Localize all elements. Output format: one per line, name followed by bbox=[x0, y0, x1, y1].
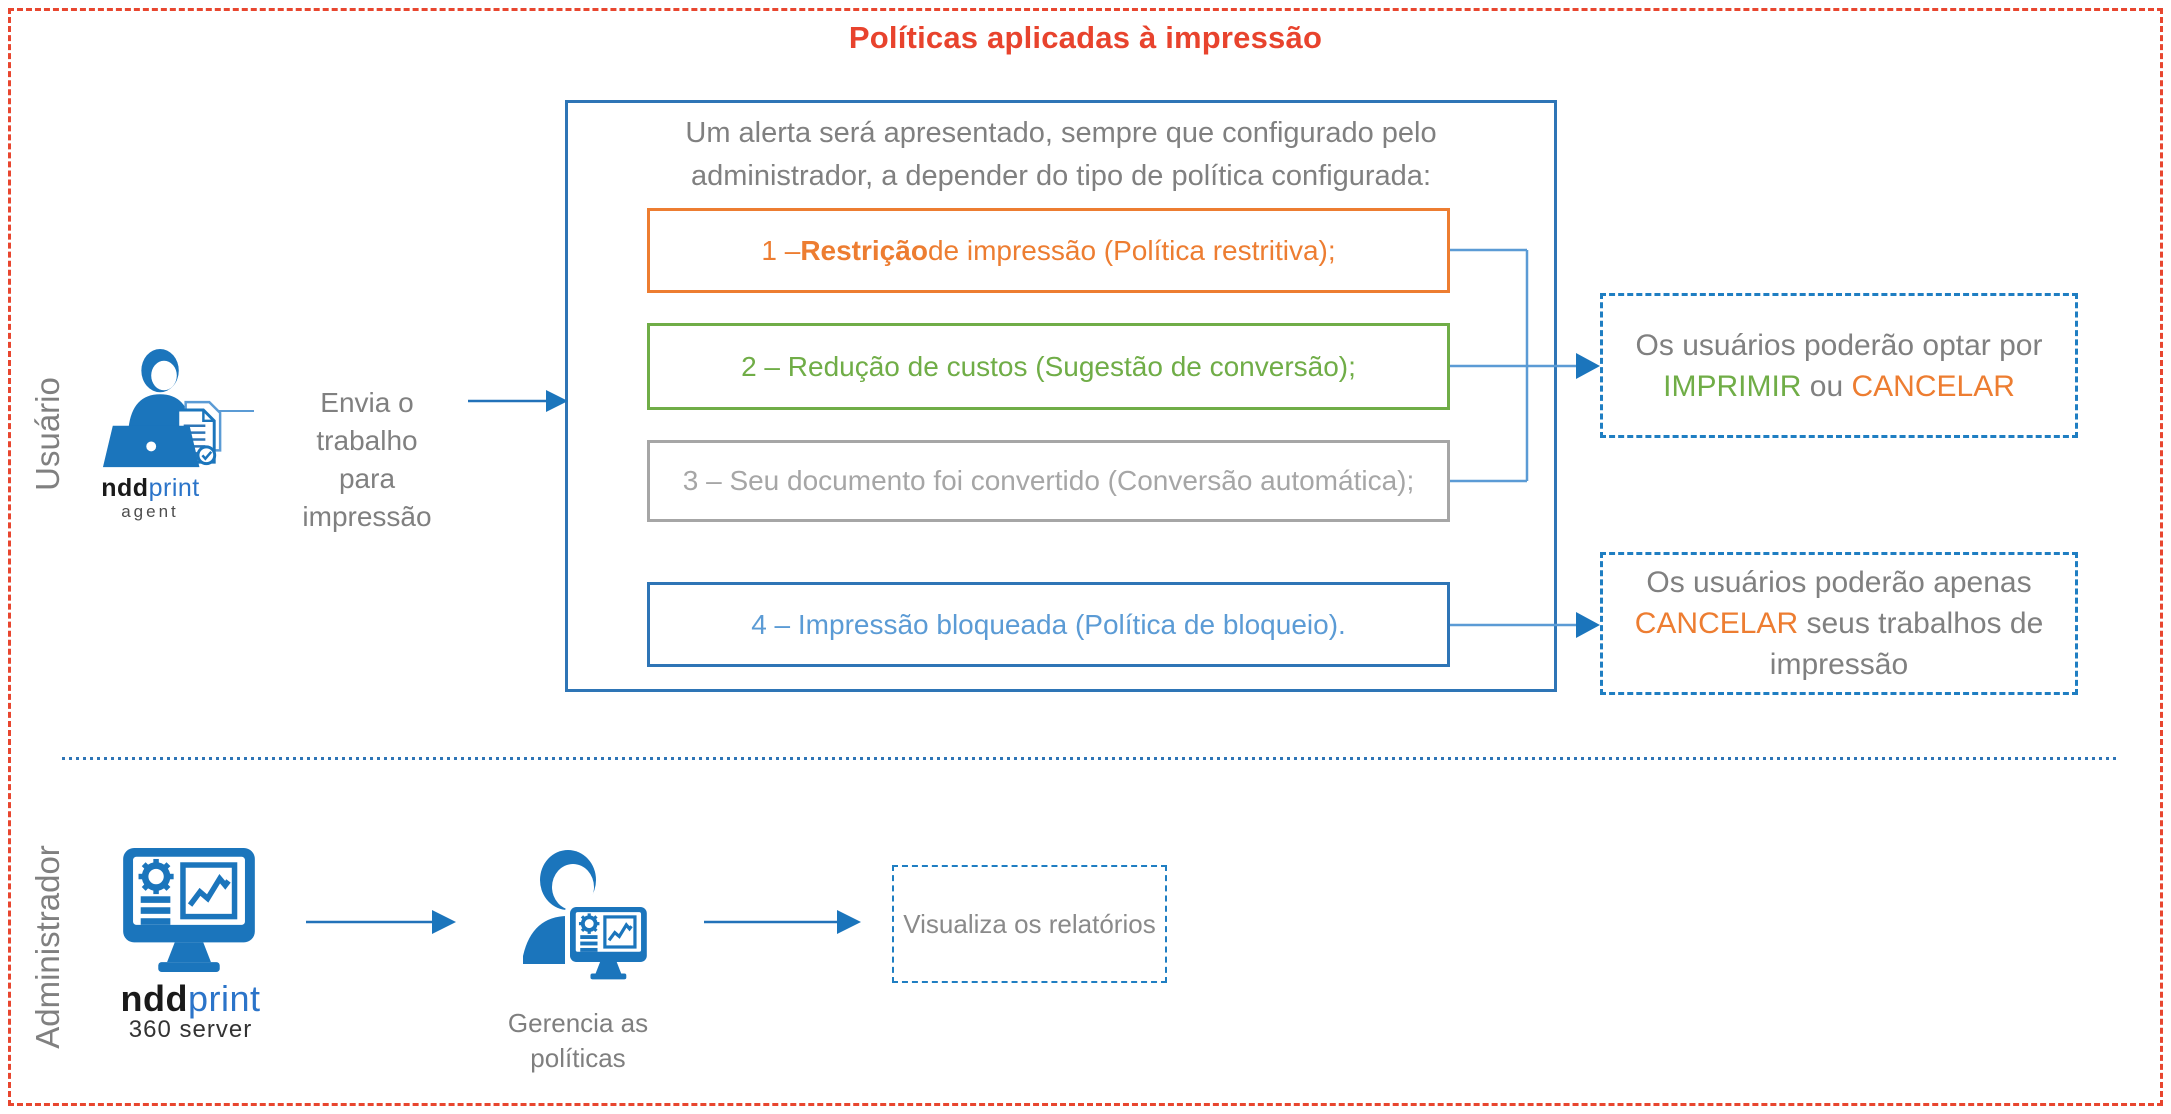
lane-divider bbox=[62, 757, 2120, 760]
policy-box-reducao-custos: 2 – Redução de custos (Sugestão de conve… bbox=[647, 323, 1450, 410]
nddprint-360-logo: nddprint bbox=[120, 978, 261, 1019]
manage-policies-label: Gerencia as políticas bbox=[507, 1008, 649, 1073]
lane-label-administrador: Administrador bbox=[29, 845, 66, 1049]
nddprint-agent-logo: nddprint bbox=[101, 474, 200, 502]
outcome-box-cancel-only: Os usuários poderão apenas CANCELAR seus… bbox=[1600, 552, 2078, 695]
send-job-label: Envia o trabalho para impressão bbox=[302, 387, 432, 532]
cancelar-label: CANCELAR bbox=[1851, 369, 2015, 403]
reports-box: Visualiza os relatórios bbox=[892, 865, 1167, 983]
arrow-right-icon bbox=[306, 910, 456, 934]
user-agent-icon bbox=[102, 348, 222, 468]
icon-connector-line bbox=[217, 410, 254, 412]
outcome-box-choice: Os usuários poderão optar por IMPRIMIR o… bbox=[1600, 293, 2078, 438]
imprimir-label: IMPRIMIR bbox=[1663, 369, 1802, 403]
server-monitor-icon bbox=[123, 848, 255, 972]
nddprint-agent-product-label: agent bbox=[121, 502, 179, 521]
arrow-right-icon bbox=[1450, 612, 1600, 638]
nddprint-360-product-label: 360 server bbox=[128, 1016, 253, 1043]
check-icon bbox=[196, 445, 217, 466]
arrow-right-icon bbox=[704, 910, 861, 934]
bracket-connector-arrow bbox=[1450, 248, 1600, 483]
page-title: Políticas aplicadas à impressão bbox=[848, 20, 1323, 55]
policy-box-impressao-bloqueada: 4 – Impressão bloqueada (Política de blo… bbox=[647, 582, 1450, 667]
cancelar-label: CANCELAR bbox=[1634, 607, 1799, 640]
policy-box-conversao-automatica: 3 – Seu documento foi convertido (Conver… bbox=[647, 440, 1450, 522]
arrow-right-icon bbox=[468, 390, 568, 412]
policy-box-restricao: 1 – Restrição de impressão (Política res… bbox=[647, 208, 1450, 293]
admin-user-icon bbox=[523, 850, 651, 988]
alert-panel-intro: Um alerta será apresentado, sempre que c… bbox=[685, 117, 1437, 192]
lane-label-usuario: Usuário bbox=[29, 377, 66, 491]
